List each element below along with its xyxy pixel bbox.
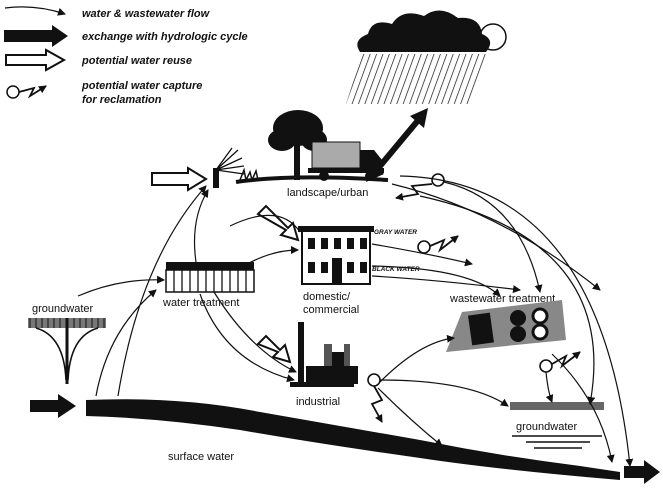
flow-domestic-to-landscape bbox=[229, 214, 301, 233]
black-water-label: BLACK WATER bbox=[372, 266, 420, 273]
flow-groundwater-to-treatment bbox=[77, 275, 165, 297]
flow-treatment-to-domestic bbox=[239, 246, 299, 269]
surface-water-label: surface water bbox=[168, 451, 234, 463]
domestic-label-2: commercial bbox=[303, 304, 359, 316]
groundwater-well-icon bbox=[28, 318, 106, 384]
exchange-arrow-left bbox=[30, 394, 76, 418]
water-treatment-label: water treatment bbox=[162, 297, 239, 309]
legend-reuse-label: potential water reuse bbox=[81, 55, 192, 67]
landscape-urban-scene: landscape/urban bbox=[213, 110, 389, 199]
flow-treatment-to-landscape bbox=[193, 189, 209, 263]
flow-landscape-to-groundwater bbox=[419, 195, 596, 405]
flow-landscape-to-stream bbox=[399, 175, 634, 467]
truck-icon bbox=[308, 141, 384, 181]
flow-industrial-to-groundwater bbox=[379, 379, 509, 407]
legend-exchange-arrow-icon bbox=[4, 25, 68, 47]
reuse-arrow-domestic bbox=[256, 204, 300, 242]
flow-stream-to-treatment bbox=[95, 289, 157, 397]
reuse-arrow-landscape bbox=[151, 166, 208, 192]
legend: water & wastewater flow exchange with hy… bbox=[4, 6, 248, 106]
flow-arrows bbox=[77, 175, 634, 467]
legend-capture-icon bbox=[6, 85, 47, 99]
legend-reuse-arrow-icon bbox=[5, 48, 67, 72]
groundwater-right-layers-icon bbox=[510, 402, 604, 449]
groundwater-right-label: groundwater bbox=[516, 421, 577, 433]
legend-flow-label: water & wastewater flow bbox=[82, 8, 211, 20]
legend-flow-arrow-icon bbox=[4, 6, 66, 16]
legend-exchange-label: exchange with hydrologic cycle bbox=[82, 31, 248, 43]
flow-industrial-to-wastewater bbox=[379, 334, 455, 383]
rain-cloud-icon bbox=[346, 10, 507, 104]
domestic-building-icon bbox=[298, 226, 374, 285]
industrial-label: industrial bbox=[296, 396, 340, 408]
wastewater-treatment-plant-icon bbox=[446, 300, 566, 352]
flow-black-water bbox=[371, 275, 521, 294]
surface-water-stream bbox=[86, 399, 620, 480]
sprinkler-icon bbox=[213, 147, 245, 188]
flow-landscape-to-wastewater-1 bbox=[443, 181, 543, 293]
flow-treatment-to-industrial-2 bbox=[199, 293, 295, 383]
flow-treatment-to-industrial-1 bbox=[213, 291, 297, 373]
ground-line bbox=[235, 175, 389, 184]
legend-capture-label-1: potential water capture bbox=[81, 80, 202, 92]
wastewater-treatment-label: wastewater treatment bbox=[449, 293, 555, 305]
flow-industrial-to-stream bbox=[377, 387, 443, 447]
flow-landscape-to-wastewater-2 bbox=[391, 183, 601, 291]
gray-water-label: GRAY WATER bbox=[374, 229, 417, 236]
reuse-arrow-industrial bbox=[256, 334, 292, 364]
water-treatment-building-icon bbox=[165, 262, 255, 293]
landscape-label: landscape/urban bbox=[287, 187, 368, 199]
capture-industrial-icon bbox=[367, 373, 384, 423]
industrial-factory-icon bbox=[290, 322, 358, 387]
tree-icon bbox=[268, 110, 327, 180]
legend-capture-label-2: for reclamation bbox=[82, 94, 162, 106]
capture-gray-water-icon bbox=[417, 235, 459, 254]
flow-wastewater-to-groundwater bbox=[545, 371, 554, 403]
flow-gray-water bbox=[371, 243, 473, 267]
domestic-label-1: domestic/ bbox=[303, 291, 351, 303]
flow-domestic-to-wastewater bbox=[371, 265, 501, 297]
groundwater-left-label: groundwater bbox=[32, 303, 93, 315]
flow-stream-to-landscape bbox=[117, 185, 207, 397]
